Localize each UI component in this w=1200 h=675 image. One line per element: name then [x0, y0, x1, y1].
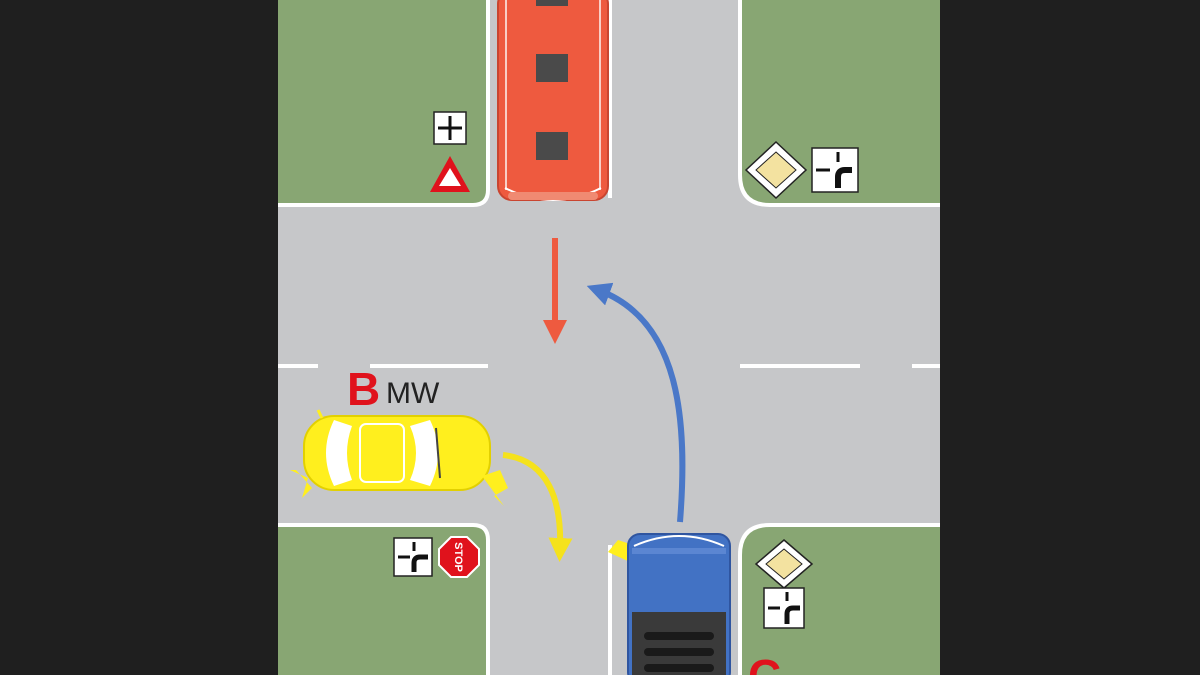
- grass-top-right: [738, 0, 940, 207]
- tram: [497, 0, 609, 201]
- priority-road-diamond-icon: [754, 539, 814, 589]
- grass-bottom-left: [278, 523, 490, 675]
- stop-sign-text: STOP: [452, 542, 464, 572]
- car-c-label: C: [748, 650, 781, 675]
- lane-markings: [278, 0, 940, 675]
- arrow-car-c-left-turn: [586, 282, 686, 523]
- car-c: [608, 533, 731, 675]
- right-dark-panel: [940, 0, 1200, 675]
- left-dark-panel: [0, 0, 278, 675]
- intersection-side-road-icon: [433, 111, 467, 145]
- car-b-letter: B: [347, 363, 380, 415]
- yield-triangle-icon: [430, 156, 470, 192]
- priority-road-diamond-icon: [744, 140, 808, 200]
- intersection-priority-road-icon: [763, 587, 805, 629]
- arrow-car-b-right-turn: [502, 452, 573, 562]
- car-b-label: B MW: [347, 363, 440, 415]
- car-b: [290, 409, 508, 506]
- car-c-letter: C: [748, 650, 781, 675]
- intersection-side-road-icon: [393, 537, 433, 577]
- intersection-priority-road-icon: [811, 147, 859, 193]
- stop-sign-icon: STOP: [438, 536, 480, 578]
- car-b-label-suffix: MW: [386, 377, 440, 410]
- grass-top-left: [278, 0, 490, 207]
